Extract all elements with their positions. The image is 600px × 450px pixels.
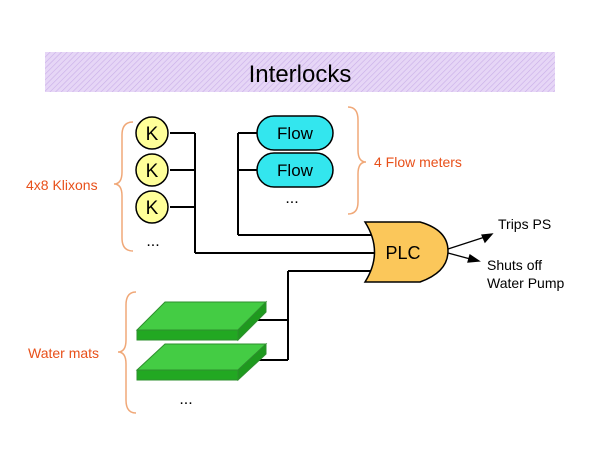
flow-meter-2: Flow (256, 152, 334, 188)
klixon-1: K (135, 116, 169, 150)
flow-meter-group: Flow Flow ... (256, 115, 334, 207)
water-mat-1 (135, 300, 268, 342)
water-mat-2 (135, 342, 268, 382)
klixon-label: K (146, 161, 159, 182)
flow-meter-more: ... (285, 190, 298, 207)
water-mat-group-label: Water mats (28, 345, 99, 361)
flow-meter-brace (347, 106, 367, 215)
klixon-label: K (146, 198, 159, 219)
flow-meter-label: Flow (277, 161, 314, 180)
flow-meter-1: Flow (256, 115, 334, 151)
output-arrows (447, 233, 494, 263)
water-mat-more: ... (179, 391, 192, 408)
water-mat-brace (117, 291, 137, 414)
klixon-group: K K K ... (135, 116, 169, 250)
flow-meter-label: Flow (277, 124, 314, 143)
klixon-brace (113, 121, 134, 252)
plc-label: PLC (385, 243, 420, 263)
title-band (45, 52, 555, 92)
klixon-group-label: 4x8 Klixons (26, 177, 98, 193)
water-mat-group: ... (135, 300, 268, 408)
flow-meter-group-label: 4 Flow meters (374, 154, 462, 170)
diagram-title: Interlocks (249, 61, 352, 88)
klixon-2: K (135, 153, 169, 187)
output-pump-line1: Shuts off (487, 257, 542, 273)
output-pump-line2: Water Pump (487, 275, 564, 291)
klixon-3: K (135, 190, 169, 224)
plc-block: PLC (363, 221, 449, 283)
wiring (170, 132, 378, 361)
klixon-label: K (146, 124, 159, 145)
output-trips-ps: Trips PS (498, 216, 551, 232)
klixon-more: ... (146, 233, 159, 250)
